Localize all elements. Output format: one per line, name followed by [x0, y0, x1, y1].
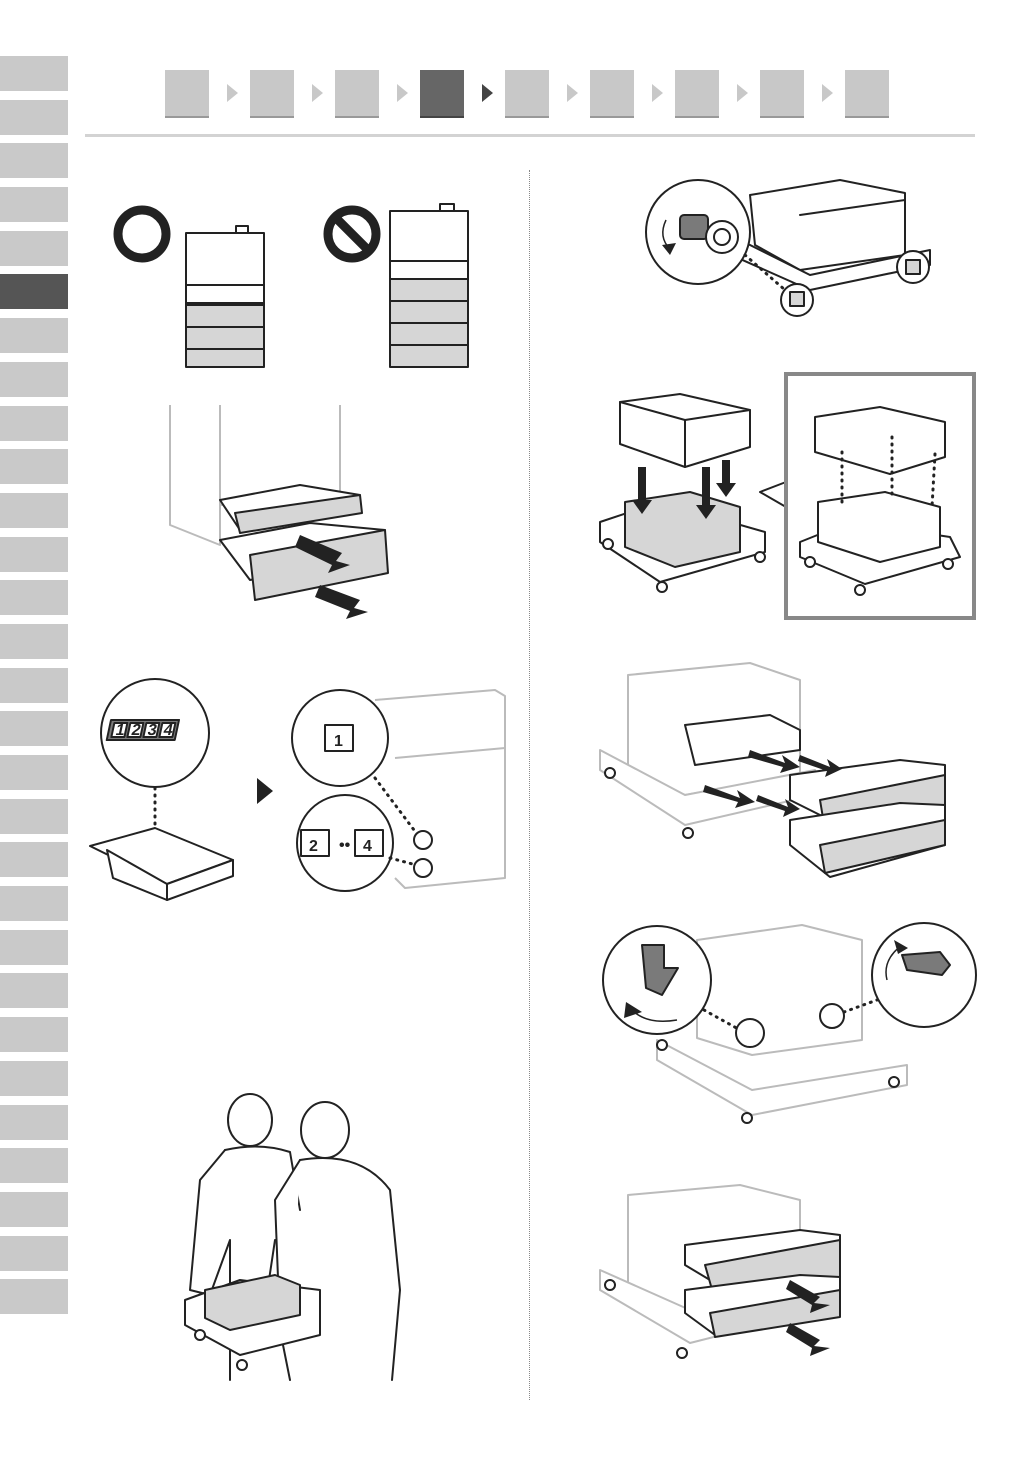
step-chevron-icon — [227, 84, 238, 102]
step-box — [845, 70, 889, 118]
step-chevron-icon — [482, 84, 493, 102]
step-box — [505, 70, 549, 118]
side-tab — [0, 100, 68, 135]
two-person-lift-illustration — [180, 1090, 410, 1380]
header-rule — [85, 134, 975, 137]
printer-cassette-insert-illustration — [160, 405, 400, 615]
side-tab — [0, 187, 68, 222]
step-box — [760, 70, 804, 118]
side-tab — [0, 711, 68, 746]
step-box — [590, 70, 634, 118]
next-step-arrow-icon — [257, 778, 273, 804]
step-box — [165, 70, 209, 118]
step-box — [335, 70, 379, 118]
push-arrow-icon — [786, 1323, 830, 1356]
prohibited-icon — [328, 210, 376, 258]
printer-with-three-feeders — [186, 226, 264, 367]
feeder-cassette-insert-illustration — [600, 1185, 845, 1365]
side-tab — [0, 318, 68, 353]
push-arrow-icon — [315, 585, 368, 619]
step-chevron-icon — [822, 84, 833, 102]
side-tab — [0, 930, 68, 965]
side-index-tabs — [0, 56, 68, 1323]
side-tab — [0, 624, 68, 659]
side-tab — [0, 449, 68, 484]
side-tab — [0, 537, 68, 572]
stack-feeder-illustration — [600, 372, 980, 622]
side-tab — [0, 580, 68, 615]
sticker-attach-illustration: 1 2 3 4 1 2 •• 4 — [85, 678, 505, 908]
side-tab — [0, 842, 68, 877]
side-tab — [0, 493, 68, 528]
side-tab — [0, 231, 68, 266]
step-box-active — [420, 70, 464, 118]
side-tab — [0, 886, 68, 921]
side-tab — [0, 755, 68, 790]
step-chevron-icon — [312, 84, 323, 102]
step-box — [250, 70, 294, 118]
sticker-number: 4 — [363, 838, 372, 855]
side-tab — [0, 1236, 68, 1271]
step-chevron-icon — [652, 84, 663, 102]
side-tab — [0, 362, 68, 397]
feeder-cassette-remove-illustration — [600, 655, 950, 880]
side-tab — [0, 143, 68, 178]
side-tab — [0, 1105, 68, 1140]
box-icon — [90, 828, 233, 900]
side-tab — [0, 1017, 68, 1052]
down-arrow-icon — [716, 483, 736, 497]
config-comparison-illustration — [110, 200, 490, 375]
side-tab — [0, 799, 68, 834]
side-tab — [0, 56, 68, 91]
step-chevron-icon — [397, 84, 408, 102]
side-tab — [0, 1192, 68, 1227]
sticker-number: 1 — [334, 733, 343, 750]
caster-lock-illustration — [650, 175, 950, 320]
step-chevron-icon — [567, 84, 578, 102]
feeder-unit-carried — [185, 1275, 320, 1370]
column-divider — [529, 170, 530, 1400]
step-box — [675, 70, 719, 118]
side-tab — [0, 973, 68, 1008]
circle-ok-icon — [118, 210, 166, 258]
side-tab — [0, 668, 68, 703]
side-tab — [0, 1279, 68, 1314]
side-tab — [0, 1148, 68, 1183]
side-tab — [0, 406, 68, 441]
svg-text:••: •• — [339, 837, 351, 854]
side-tab-active — [0, 274, 68, 309]
sticker-number: 2 — [309, 838, 318, 855]
printer-with-four-feeders — [390, 204, 468, 367]
side-tab — [0, 1061, 68, 1096]
step-chevron-icon — [737, 84, 748, 102]
lock-lever-illustration — [602, 920, 980, 1130]
